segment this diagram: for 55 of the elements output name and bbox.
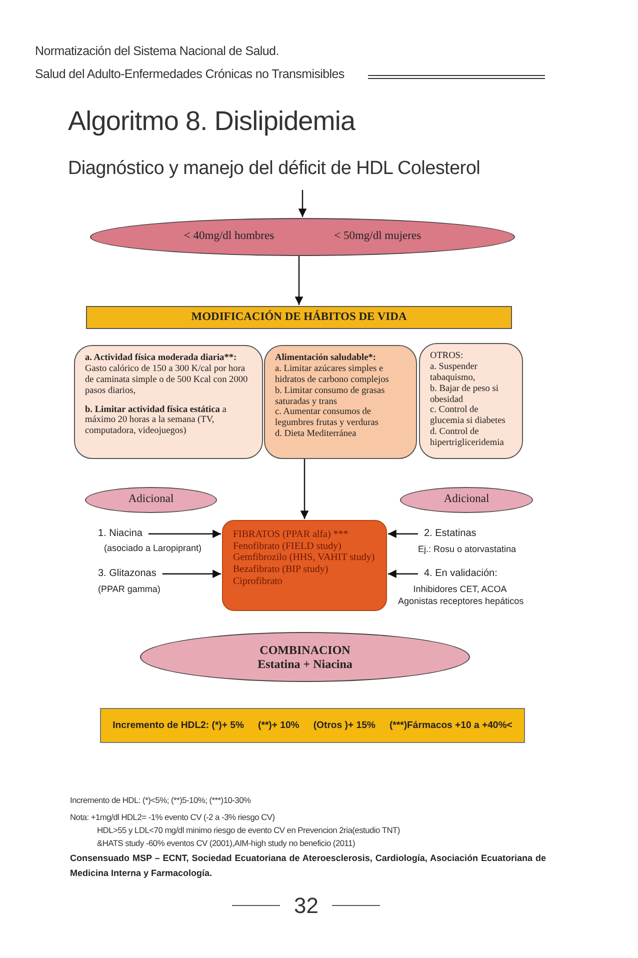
- rounded-box: [419, 343, 523, 459]
- option-text: 2. Estatinas: [424, 528, 476, 540]
- result-text: Incremento de HDL2: (*)+ 5%: [112, 720, 244, 732]
- footnote-text: Nota: +1mg/dl HDL2= -1% evento CV (-2 a -3% riesgo CV): [70, 812, 275, 822]
- note-text: (PPAR gamma): [98, 583, 160, 596]
- arrow: [388, 570, 418, 578]
- footnote-text: Incremento de HDL: (*)<5%; (**)5-10%; (***)10-30%: [70, 795, 251, 805]
- arrow: [388, 530, 418, 538]
- result-bar: [100, 708, 525, 743]
- drug-text: Bezafibrato (BIP study): [233, 564, 330, 576]
- header-text: Salud del Adulto-Enfermedades Crónicas no Transmisibles: [35, 67, 344, 81]
- arrow: [148, 530, 221, 538]
- rounded-box: [264, 345, 417, 459]
- ellipse-text: Adicional: [128, 493, 174, 507]
- result-text: (***)Fármacos +10 a +40%<: [389, 720, 512, 732]
- title: Algoritmo 8. Dislipidemia: [68, 106, 356, 137]
- bar-heading: MODIFICACIÓN DE HÁBITOS DE VIDA: [191, 310, 407, 324]
- drug-text: FIBRATOS (PPAR alfa) ***: [233, 529, 350, 541]
- criteria-text: < 40mg/dl hombres: [184, 230, 274, 244]
- box-text: d. Dieta Mediterránea: [275, 429, 358, 440]
- note-text: Ej.: Rosu o atorvastatina: [418, 543, 516, 556]
- page-number: 32: [294, 893, 318, 919]
- box-text: b. Limitar actividad física estática a máximo 20 horas a la semana (TV, computadora, videojuegos): [85, 404, 228, 438]
- arrow: [162, 570, 221, 578]
- option-text: 1. Niacina: [98, 528, 142, 540]
- box-text: d. Control de hipertrigliceridemia: [430, 427, 505, 449]
- note-text: (asociado a Laropiprant): [104, 542, 202, 555]
- ellipse-text: Estatina + Niacina: [258, 657, 352, 672]
- box-text: OTROS:: [430, 351, 464, 362]
- result-text: (Otros )+ 15%: [313, 720, 376, 732]
- criteria-text: < 50mg/dl mujeres: [334, 230, 422, 244]
- drug-box: [222, 520, 387, 611]
- option-text: 4. En validación:: [424, 568, 498, 580]
- drug-text: Fenofibrato (FIELD study): [233, 540, 342, 552]
- footnote-text: &HATS study -60% eventos CV (2001),AIM-high study no beneficio (2011): [97, 838, 356, 848]
- rounded-box: [74, 345, 263, 459]
- drug-text: Gemfibrozilo (HHS, VAHIT study): [233, 552, 376, 564]
- option-text: 3. Glitazonas: [98, 568, 156, 580]
- heading-bar: [86, 306, 512, 329]
- subtitle: Diagnóstico y manejo del déficit de HDL Colesterol: [68, 158, 480, 180]
- footnote-text: HDL>55 y LDL<70 mg/dl minimo riesgo de evento CV en Prevencion 2ria(estudio TNT): [97, 825, 400, 835]
- header-text: Normatización del Sistema Nacional de Salud.: [35, 44, 279, 58]
- drug-text: Ciprofibrato: [233, 576, 284, 588]
- note-text: Agonistas receptores hepáticos: [398, 595, 522, 608]
- note-text: Inhibidores CET, ACOA: [412, 583, 508, 596]
- ellipse-text: COMBINACION: [260, 642, 350, 657]
- box-text: Alimentación saludable*:: [275, 353, 377, 364]
- arrow: [294, 256, 304, 305]
- ellipse-text: Adicional: [444, 493, 490, 507]
- arrow: [298, 190, 307, 217]
- credit-text: Consensuado MSP – ECNT, Sociedad Ecuatoriana de Ateroesclerosis, Cardiología, Asociación Ecuatoriana de Medicina Interna y Farmacología.: [70, 852, 546, 880]
- box-text: Gasto calórico de 150 a 300 K/cal por hora de caminata simple o de 500 Kcal con 2000 pasos diarios,: [85, 364, 249, 396]
- box-text: a. Actividad física moderada diaria**:: [85, 353, 238, 364]
- result-text: (**)+ 10%: [258, 720, 300, 732]
- arrow: [300, 459, 309, 519]
